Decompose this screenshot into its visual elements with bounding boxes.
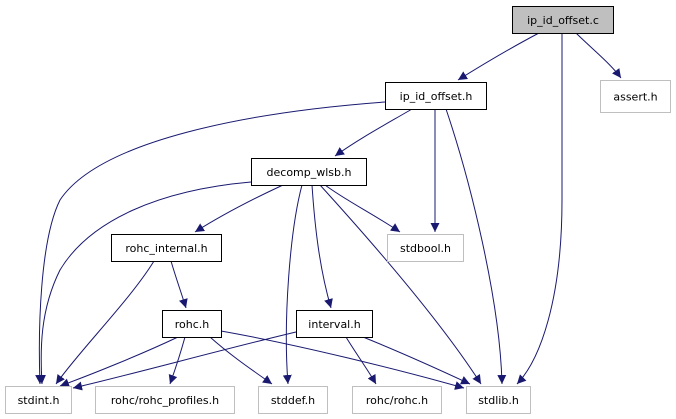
node-label: rohc/rohc_profiles.h bbox=[111, 394, 219, 407]
node-rohc-rohc-h: rohc/rohc.h bbox=[352, 386, 442, 414]
edge-interval-h-to-stdlib-h bbox=[362, 336, 471, 385]
node-box bbox=[600, 80, 671, 113]
node-label: ip_id_offset.c bbox=[527, 14, 599, 27]
edge-interval-h-to-rohc-rohc-h bbox=[345, 336, 377, 385]
node-box bbox=[352, 386, 442, 414]
node-assert-h: assert.h bbox=[600, 80, 671, 113]
node-label: stddef.h bbox=[271, 394, 315, 407]
node-box bbox=[5, 386, 72, 414]
node-box bbox=[258, 386, 328, 414]
node-rohc-internal-h[interactable]: rohc_internal.h bbox=[111, 234, 222, 262]
edge-rohc-h-to-stddef-h bbox=[209, 336, 273, 385]
node-decomp-wlsb-h[interactable]: decomp_wlsb.h bbox=[251, 158, 367, 186]
edge-decomp-wlsb-h-to-rohc-internal-h bbox=[194, 184, 284, 233]
edge-ip-id-offset-h-to-decomp-wlsb-h bbox=[334, 108, 413, 157]
edge-decomp-wlsb-h-to-interval-h bbox=[311, 184, 333, 309]
node-box bbox=[162, 310, 222, 338]
edge-ip-id-offset-h-to-stdlib-h bbox=[445, 108, 507, 385]
node-box bbox=[111, 234, 222, 262]
node-label: rohc_internal.h bbox=[125, 242, 207, 255]
node-stdlib-h: stdlib.h bbox=[466, 386, 531, 414]
node-box bbox=[95, 386, 235, 414]
edge-decomp-wlsb-h-to-stddef-h bbox=[282, 184, 303, 385]
node-label: stdbool.h bbox=[400, 242, 451, 255]
node-box bbox=[512, 6, 614, 34]
node-box bbox=[387, 234, 464, 262]
node-box bbox=[296, 310, 373, 338]
edge-interval-h-to-stdint-h bbox=[72, 331, 297, 391]
edge-ip-id-offset-c-to-stdlib-h bbox=[516, 33, 563, 385]
node-label: stdlib.h bbox=[478, 394, 519, 407]
node-label: interval.h bbox=[308, 318, 360, 331]
node-stdbool-h: stdbool.h bbox=[387, 234, 464, 262]
node-rohc-profiles-h: rohc/rohc_profiles.h bbox=[95, 386, 235, 414]
edge-ip-id-offset-h-to-stdint-h bbox=[35, 101, 386, 385]
node-label: assert.h bbox=[613, 91, 657, 104]
node-box bbox=[466, 386, 531, 414]
edge-ip-id-offset-c-to-ip-id-offset-h bbox=[457, 32, 540, 81]
edge-decomp-wlsb-h-to-stdlib-h bbox=[319, 184, 482, 385]
node-box bbox=[385, 82, 487, 110]
node-ip-id-offset-h[interactable]: ip_id_offset.h bbox=[385, 82, 487, 110]
edge-rohc-internal-h-to-rohc-h bbox=[170, 260, 188, 309]
node-interval-h[interactable]: interval.h bbox=[296, 310, 373, 338]
node-label: decomp_wlsb.h bbox=[267, 166, 352, 179]
node-label: rohc.h bbox=[175, 318, 210, 331]
edge-rohc-h-to-stdint-h bbox=[59, 336, 179, 388]
edge-decomp-wlsb-h-to-stdbool-h bbox=[324, 184, 401, 233]
node-stdint-h: stdint.h bbox=[5, 386, 72, 414]
edge-rohc-internal-h-to-stdint-h bbox=[55, 260, 155, 385]
node-label: stdint.h bbox=[18, 394, 60, 407]
node-stddef-h: stddef.h bbox=[258, 386, 328, 414]
node-rohc-h[interactable]: rohc.h bbox=[162, 310, 222, 338]
node-box bbox=[251, 158, 367, 186]
edge-rohc-h-to-stdlib-h bbox=[220, 330, 465, 390]
node-ip-id-offset-c: ip_id_offset.c bbox=[512, 6, 614, 34]
edge-ip-id-offset-c-to-assert-h bbox=[575, 32, 622, 79]
node-label: ip_id_offset.h bbox=[400, 90, 473, 103]
node-label: rohc/rohc.h bbox=[366, 394, 428, 407]
edge-decomp-wlsb-h-to-stdint-h bbox=[36, 181, 252, 385]
